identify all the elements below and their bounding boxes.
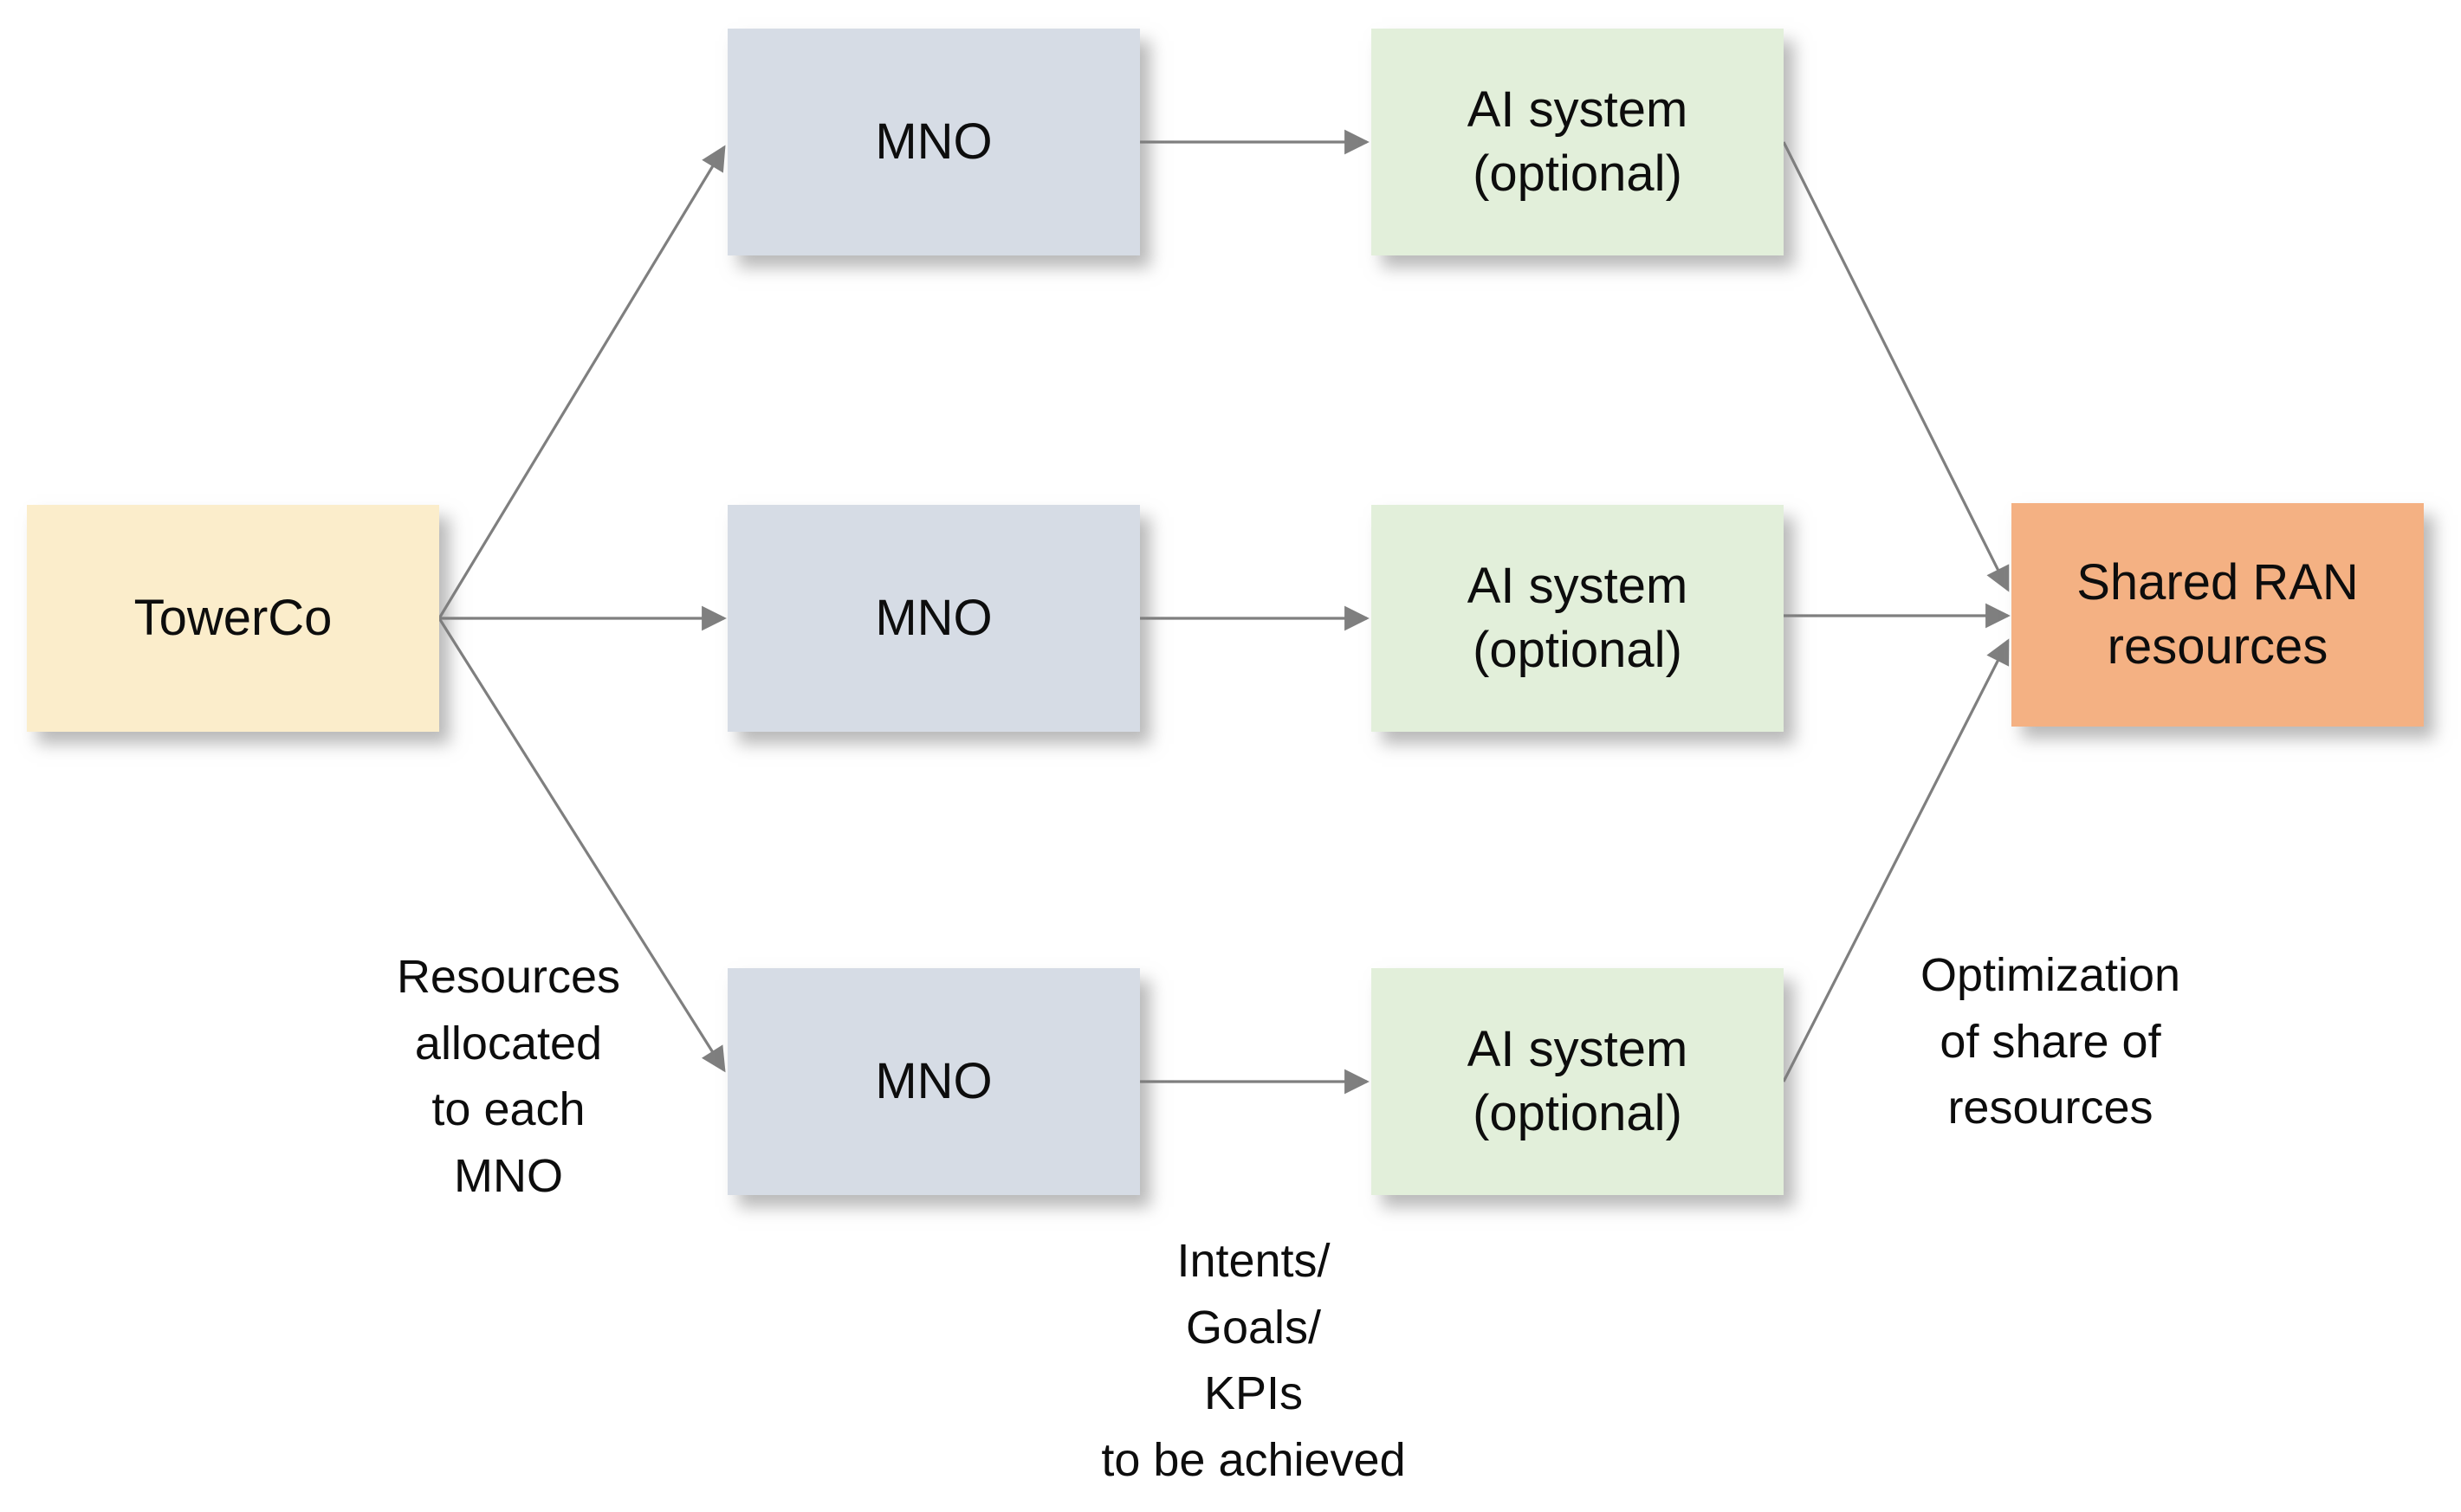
- node-ai-bottom-label: AI system (optional): [1467, 1021, 1688, 1141]
- node-mno-top-label: MNO: [875, 113, 993, 171]
- annotation-resources-allocated: Resources allocated to each MNO: [396, 951, 621, 1203]
- node-ai-top-label: AI system (optional): [1467, 81, 1688, 202]
- node-shared-ran-resources: Shared RAN resources: [2011, 503, 2424, 727]
- node-mno-bottom-label: MNO: [875, 1053, 993, 1110]
- node-mno-middle: MNO: [728, 505, 1140, 732]
- node-mno-middle-label: MNO: [875, 590, 993, 647]
- node-mno-bottom: MNO: [728, 968, 1140, 1195]
- arrow-ai-bottom-to-shared-ran: [1782, 638, 2010, 1082]
- arrow-ai-top-to-shared-ran: [1782, 141, 2010, 592]
- arrow-towerco-to-mno-top: [437, 145, 726, 619]
- node-ai-middle-label: AI system (optional): [1467, 558, 1688, 678]
- node-shared-ran-label: Shared RAN resources: [2076, 554, 2359, 675]
- node-towerco: TowerCo: [27, 505, 439, 732]
- node-ai-middle: AI system (optional): [1371, 505, 1784, 732]
- node-towerco-label: TowerCo: [133, 590, 333, 647]
- annotation-optimization-of-share: Optimization of share of resources: [1920, 949, 2181, 1134]
- node-mno-top: MNO: [728, 29, 1140, 255]
- annotation-intents-goals-kpis: Intents/ Goals/ KPIs to be achieved: [1101, 1235, 1406, 1487]
- node-ai-top: AI system (optional): [1371, 29, 1784, 255]
- node-ai-bottom: AI system (optional): [1371, 968, 1784, 1195]
- arrow-towerco-to-mno-bottom: [437, 617, 726, 1073]
